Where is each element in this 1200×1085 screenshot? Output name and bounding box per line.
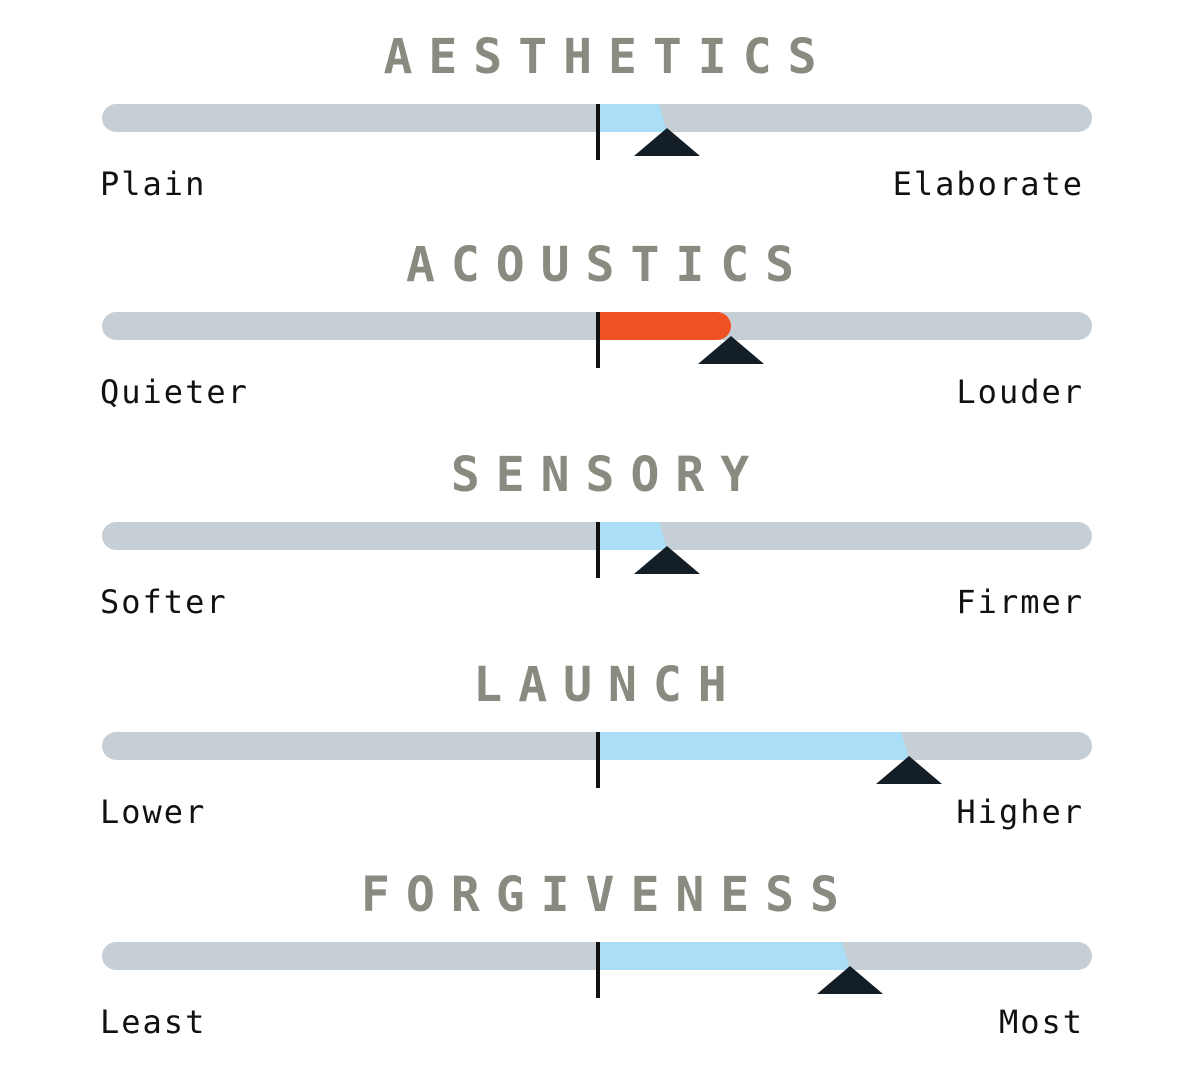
scale-fill: [598, 312, 732, 340]
pointer-triangle-icon[interactable]: [634, 546, 701, 574]
scale-forgiveness: FORGIVENESS Least Most: [0, 866, 1200, 1066]
scale-title: ACOUSTICS: [405, 237, 811, 293]
scale-fill: [598, 732, 909, 760]
pointer-triangle-icon[interactable]: [634, 128, 701, 156]
left-label: Least: [100, 1003, 207, 1041]
center-tick: [596, 312, 600, 368]
left-label: Plain: [100, 165, 207, 203]
pointer-triangle-icon[interactable]: [876, 756, 943, 784]
right-label: Louder: [956, 373, 1084, 411]
center-tick: [596, 522, 600, 578]
left-label: Softer: [100, 583, 228, 621]
center-tick: [596, 104, 600, 160]
scale-title: AESTHETICS: [383, 29, 833, 85]
left-label: Quieter: [100, 373, 249, 411]
right-label: Firmer: [956, 583, 1084, 621]
center-tick: [596, 732, 600, 788]
pointer-triangle-icon[interactable]: [816, 966, 883, 994]
scale-title: LAUNCH: [473, 657, 743, 713]
scale-fill: [598, 522, 667, 550]
scale-fill: [598, 104, 667, 132]
right-label: Elaborate: [892, 165, 1084, 203]
right-label: Most: [998, 1003, 1084, 1041]
center-tick: [596, 942, 600, 998]
scale-aesthetics: AESTHETICS Plain Elaborate: [0, 28, 1200, 228]
scale-fill: [598, 942, 850, 970]
left-label: Lower: [100, 793, 207, 831]
scale-title: FORGIVENESS: [361, 867, 855, 923]
scale-sensory: SENSORY Softer Firmer: [0, 446, 1200, 646]
scale-title: SENSORY: [450, 447, 766, 503]
scale-launch: LAUNCH Lower Higher: [0, 656, 1200, 856]
right-label: Higher: [956, 793, 1084, 831]
pointer-triangle-icon[interactable]: [698, 336, 765, 364]
scale-acoustics: ACOUSTICS Quieter Louder: [0, 236, 1200, 436]
